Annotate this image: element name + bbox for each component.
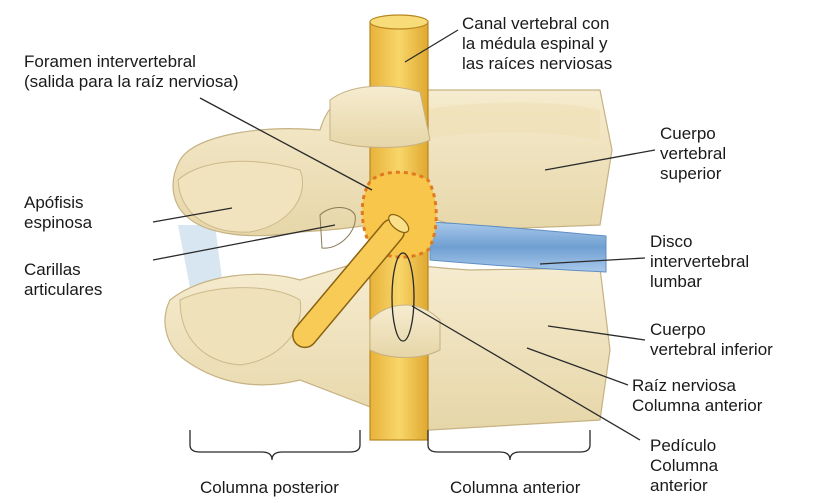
label-pediculo: Pedículo Columna anterior	[650, 436, 718, 496]
brace-anterior	[428, 430, 590, 460]
label-cuerpo-vertebral-inferior: Cuerpo vertebral inferior	[650, 320, 773, 360]
label-cuerpo-vertebral-superior: Cuerpo vertebral superior	[660, 124, 726, 184]
label-disco-intervertebral: Disco intervertebral lumbar	[650, 232, 749, 292]
brace-posterior	[190, 430, 360, 460]
label-columna-anterior: Columna anterior	[450, 478, 580, 498]
label-apofisis-espinosa: Apófisis espinosa	[24, 193, 92, 233]
label-carillas-articulares: Carillas articulares	[24, 260, 102, 300]
label-foramen-intervertebral: Foramen intervertebral (salida para la r…	[24, 52, 238, 92]
label-columna-posterior: Columna posterior	[200, 478, 339, 498]
intervertebral-disc	[430, 222, 606, 272]
label-canal-vertebral: Canal vertebral con la médula espinal y …	[462, 14, 612, 74]
label-raiz-nerviosa: Raíz nerviosa Columna anterior	[632, 376, 762, 416]
